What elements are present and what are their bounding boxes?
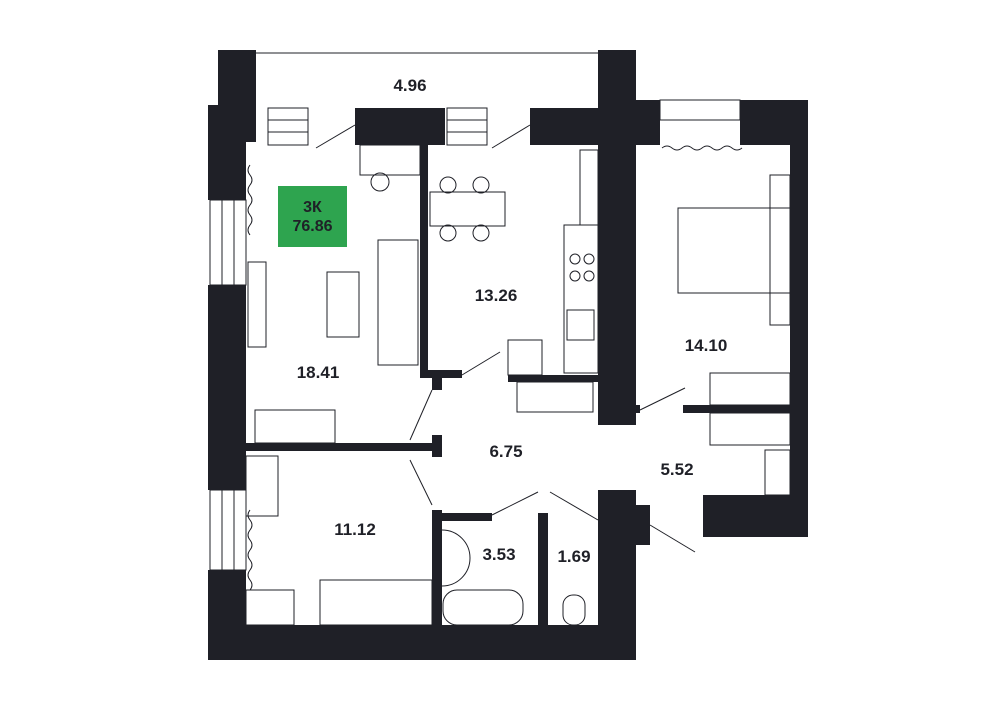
room-area-bedroom-2: 11.12: [334, 520, 376, 539]
apartment-badge: 3К 76.86: [278, 186, 347, 247]
room-area-living-room: 18.41: [296, 363, 340, 382]
room-area-kitchen: 13.26: [474, 286, 518, 305]
apartment-total-area: 76.86: [292, 217, 333, 235]
walls: [208, 50, 808, 660]
apartment-type: 3К: [303, 198, 322, 216]
room-area-toilet: 1.69: [557, 547, 591, 566]
windows-and-furniture: [209, 52, 792, 626]
room-area-bedroom: 14.10: [684, 336, 728, 355]
room-area-corridor: 5.52: [660, 460, 694, 479]
room-area-hallway: 6.75: [489, 442, 523, 461]
room-area-balcony: 4.96: [393, 76, 427, 95]
room-area-bathroom: 3.53: [482, 545, 516, 564]
